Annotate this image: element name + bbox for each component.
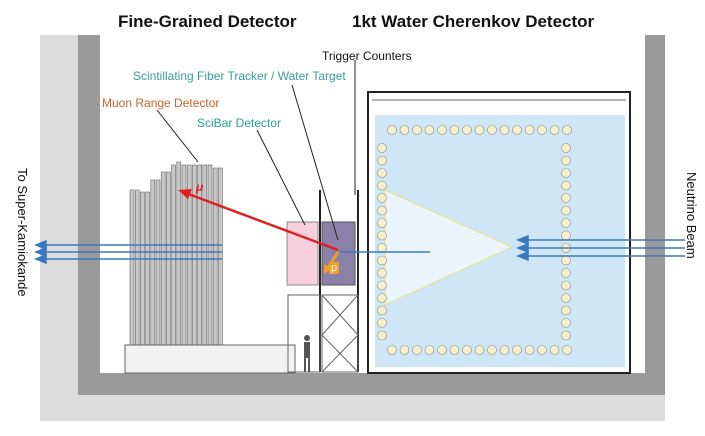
pmt: [549, 125, 560, 135]
pmt: [474, 345, 485, 355]
pmt: [387, 345, 397, 355]
pmt: [561, 293, 571, 303]
support-tower: [287, 294, 359, 373]
mrd-plate: [218, 167, 223, 346]
pmt: [377, 255, 387, 266]
label-muon: μ: [196, 180, 204, 194]
pmt: [561, 330, 571, 341]
pmt: [561, 155, 571, 166]
pmt: [412, 125, 422, 135]
pmt: [561, 268, 571, 278]
pmt: [512, 345, 522, 355]
pmt: [537, 345, 547, 355]
pmt: [377, 193, 387, 203]
leader-lines: [156, 60, 356, 241]
mrd-base: [124, 344, 296, 374]
pmt: [561, 180, 571, 191]
pmt: [437, 125, 447, 135]
pmt: [462, 125, 472, 135]
label-scifi: Scintillating Fiber Tracker / Water Targ…: [133, 69, 346, 83]
beam-arrows: [515, 234, 685, 262]
pmt: [377, 180, 387, 191]
pmt: [561, 193, 571, 203]
pmt: [377, 143, 387, 153]
pmt: [499, 125, 510, 135]
label-scibar: SciBar Detector: [197, 116, 282, 130]
pmt: [561, 318, 571, 328]
title-water-cherenkov: 1kt Water Cherenkov Detector: [352, 12, 595, 31]
pmt: [377, 330, 387, 341]
pmt: [561, 255, 571, 266]
pmt: [424, 125, 435, 135]
pmt: [377, 268, 387, 278]
pmt: [474, 125, 485, 135]
hall-floor: [78, 373, 665, 395]
mrd-plate: [176, 161, 182, 346]
pmt: [437, 345, 447, 355]
pmt: [512, 125, 522, 135]
mrd-plate: [145, 191, 150, 346]
mrd-plate: [140, 191, 145, 346]
pmt: [561, 305, 571, 316]
pmt: [561, 218, 571, 228]
pmt: [487, 125, 497, 135]
pmt: [524, 345, 535, 355]
mrd-plate: [202, 164, 208, 346]
pmt: [499, 345, 510, 355]
title-fine-grained-detector: Fine-Grained Detector: [118, 12, 297, 31]
pmt: [399, 125, 410, 135]
pmt: [449, 345, 460, 355]
outgoing-arrows: [33, 239, 222, 265]
pmt: [524, 125, 535, 135]
pmt: [377, 168, 387, 178]
pmt: [537, 125, 547, 135]
pmt: [377, 293, 387, 303]
pmt: [377, 230, 387, 241]
pmt: [449, 125, 460, 135]
pmt-array: [377, 125, 572, 355]
pmt: [561, 168, 571, 178]
label-trigger-counters: Trigger Counters: [322, 49, 412, 63]
muon-track: [182, 190, 339, 252]
pmt: [561, 280, 571, 291]
pmt: [377, 305, 387, 316]
pmt: [462, 345, 472, 355]
pmt: [377, 218, 387, 228]
pmt: [377, 205, 387, 216]
pmt: [424, 345, 435, 355]
mrd-plate: [150, 179, 156, 346]
pmt: [377, 155, 387, 166]
mrd-plate: [134, 189, 140, 346]
pmt: [377, 280, 387, 291]
pmt: [377, 318, 387, 328]
label-proton: p: [329, 262, 340, 274]
pmt: [412, 345, 422, 355]
label-neutrino-beam: Neutrino Beam: [684, 172, 699, 259]
mrd-plate: [171, 164, 176, 346]
hall-wall-right: [645, 35, 665, 395]
pmt: [487, 345, 497, 355]
pmt: [561, 205, 571, 216]
label-to-super-kamiokande: To Super-Kamiokande: [15, 168, 30, 297]
pmt: [561, 230, 571, 241]
pmt: [377, 243, 387, 253]
mrd-plate: [155, 179, 161, 346]
pmt: [562, 345, 572, 355]
pmt: [399, 345, 410, 355]
hall-wall-left: [78, 35, 100, 395]
pmt: [387, 125, 397, 135]
mrd-plate: [207, 164, 213, 346]
label-mrd: Muon Range Detector: [102, 96, 220, 110]
pmt: [549, 345, 560, 355]
pmt: [561, 143, 571, 153]
person-icon: [304, 335, 310, 372]
pmt: [562, 125, 572, 135]
mrd-plate: [129, 189, 135, 346]
mrd-plate: [212, 167, 218, 346]
